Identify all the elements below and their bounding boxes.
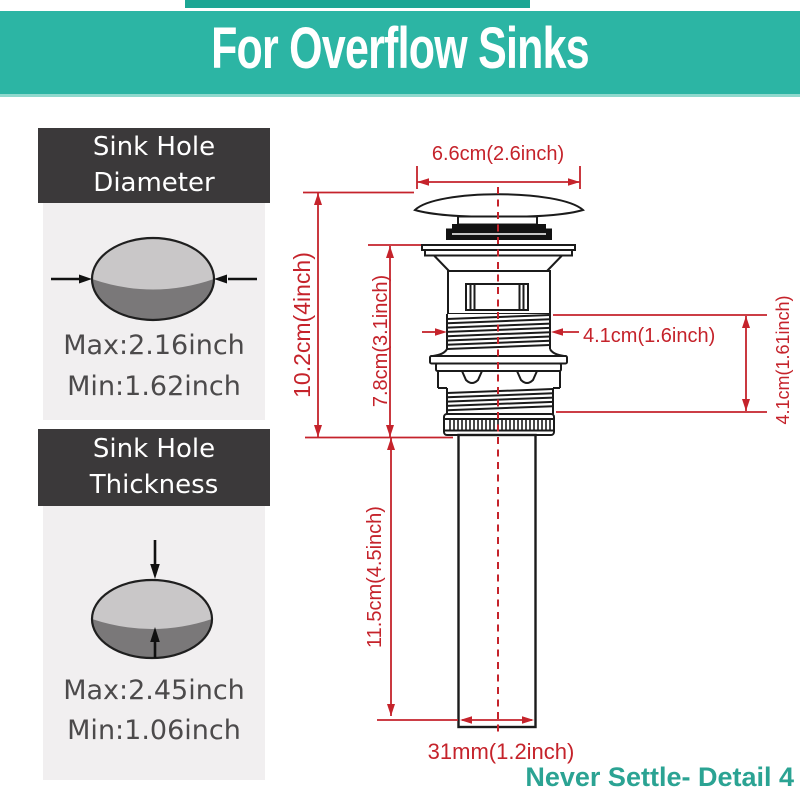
tailpipe-diameter-label: 31mm(1.2inch) xyxy=(428,739,575,764)
overall-height-label: 10.2cm(4inch) xyxy=(289,252,315,398)
thread-height-label: 4.1cm(1.61inch) xyxy=(773,295,793,424)
sink-hole-diameter-illustration xyxy=(51,236,257,322)
header-line-2: Diameter xyxy=(93,167,215,198)
thread-lower xyxy=(446,388,554,414)
dimension-tailpipe-length xyxy=(377,438,458,721)
banner-title: For Overflow Sinks xyxy=(211,16,590,81)
thread-diameter-label: 4.1cm(1.6inch) xyxy=(583,325,715,347)
shoulder xyxy=(433,254,563,272)
banner: For Overflow Sinks xyxy=(0,11,800,97)
dimension-tailpipe-diameter xyxy=(460,716,534,724)
drain-body-art xyxy=(413,193,585,729)
sink-hole-thickness-panel: Max:2.45inch Min:1.06inch xyxy=(43,506,265,780)
sink-hole-thickness-illustration xyxy=(90,540,214,660)
cap-width-label: 6.6cm(2.6inch) xyxy=(432,143,564,165)
dimension-overall-height xyxy=(303,191,414,437)
sink-hole-diameter-header: Sink Hole Diameter xyxy=(38,128,270,203)
hole-cavity-dark xyxy=(92,279,214,320)
sink-hole-thickness-header: Sink Hole Thickness xyxy=(38,429,270,506)
watermark-text: Never Settle- Detail 4 xyxy=(525,762,794,792)
upper-height-label: 7.8cm(3.1inch) xyxy=(370,275,392,407)
thickness-max-value: Max:2.45inch xyxy=(63,675,245,706)
thickness-arrow-down-icon xyxy=(150,540,160,579)
header-line-2: Thickness xyxy=(89,469,219,500)
thickness-arrow-up-icon xyxy=(150,627,160,658)
diameter-arrow-right-icon xyxy=(214,274,257,284)
dimension-upper-height xyxy=(305,244,453,439)
hole-outline xyxy=(90,578,214,660)
dimension-thread-diameter xyxy=(422,328,579,336)
tailpipe-length-label: 11.5cm(4.5inch) xyxy=(364,506,386,648)
tab-section xyxy=(437,370,561,389)
pop-up-drain-drawing: 6.6cm(2.6inch) 10.2cm(4inch) 7.8cm(3.1in… xyxy=(289,143,793,764)
dimension-cap-width xyxy=(416,166,581,189)
thickness-min-value: Min:1.06inch xyxy=(67,715,241,746)
header-line-1: Sink Hole xyxy=(92,132,216,163)
dimension-annotations xyxy=(303,166,767,733)
sink-hole-diameter-panel: Max:2.16inch Min:1.62inch xyxy=(43,203,265,420)
diameter-arrow-left-icon xyxy=(51,274,92,284)
overflow-slot xyxy=(465,283,529,311)
diameter-max-value: Max:2.16inch xyxy=(63,330,245,361)
dimension-thread-height xyxy=(553,314,767,413)
header-line-1: Sink Hole xyxy=(92,434,216,465)
top-edge-artifact xyxy=(185,0,530,8)
diameter-min-value: Min:1.62inch xyxy=(67,371,241,402)
